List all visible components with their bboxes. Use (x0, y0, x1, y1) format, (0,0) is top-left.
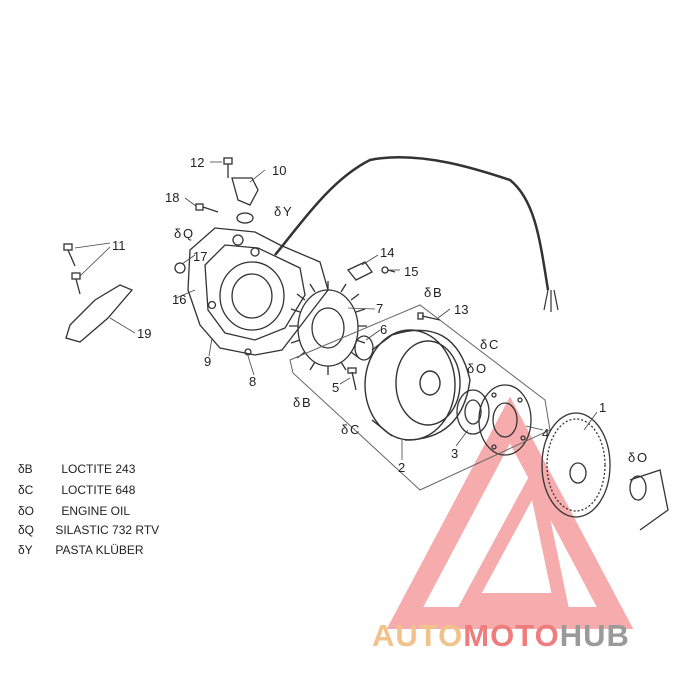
starter-gear (541, 412, 611, 518)
legend-text: ENGINE OIL (61, 504, 131, 518)
svg-text:δ: δ (467, 361, 474, 376)
watermark-part-auto: AUTO (372, 618, 464, 653)
callout-4: 4 (542, 426, 549, 441)
crankcase-cover (187, 227, 329, 356)
compound-tag-c-lower: δ C (341, 422, 359, 437)
starter-clutch-plate (478, 384, 532, 456)
legend-text: PASTA KLÜBER (55, 543, 144, 557)
svg-text:δ: δ (424, 285, 431, 300)
callout-13: 13 (454, 302, 468, 317)
compound-tag-o-right: δ O (628, 450, 647, 465)
callout-19: 19 (137, 326, 151, 341)
bracket-19 (65, 284, 134, 343)
svg-text:O: O (637, 450, 647, 465)
callout-9: 9 (204, 354, 211, 369)
compound-tag-c-upper: δ C (480, 337, 498, 352)
starter-clutch-bearing (456, 389, 490, 435)
svg-text:δ: δ (174, 226, 181, 241)
callout-6: 6 (380, 322, 387, 337)
svg-text:C: C (350, 422, 359, 437)
svg-text:O: O (476, 361, 486, 376)
clip-14 (346, 261, 373, 281)
bolts-11 (63, 243, 81, 295)
legend-text: SILASTIC 732 RTV (55, 523, 160, 537)
callout-3: 3 (451, 446, 458, 461)
bolt-12 (223, 157, 233, 178)
sensor-part-10 (231, 177, 259, 224)
callout-14: 14 (380, 245, 394, 260)
callout-10: 10 (272, 163, 286, 178)
leader-lines (74, 161, 598, 460)
legend-text: LOCTITE 243 (61, 462, 136, 476)
svg-text:C: C (489, 337, 498, 352)
svg-text:δ: δ (628, 450, 635, 465)
callout-11: 11 (112, 238, 126, 253)
washer (354, 335, 374, 361)
legend-row-silastic: δQ SILASTIC 732 RTV (18, 523, 159, 537)
callout-7: 7 (376, 301, 383, 316)
svg-text:B: B (433, 285, 442, 300)
legend-code: δQ (18, 523, 35, 537)
callout-2: 2 (398, 460, 405, 475)
assembly-outline (289, 304, 551, 491)
screw-15 (381, 266, 396, 274)
svg-text:B: B (302, 395, 311, 410)
callout-16: 16 (172, 292, 186, 307)
compound-tag-o-upper: δ O (467, 361, 486, 376)
legend-code: δB (18, 462, 33, 476)
plug-17 (174, 262, 186, 274)
svg-text:δ: δ (341, 422, 348, 437)
legend-row-pasta-kluber: δY PASTA KLÜBER (18, 543, 144, 557)
callout-15: 15 (404, 264, 418, 279)
svg-text:δ: δ (293, 395, 300, 410)
compound-tag-b-upper: δ B (424, 285, 442, 300)
wiring-harness (274, 156, 550, 291)
bolt-5 (347, 367, 357, 391)
callout-5: 5 (332, 380, 339, 395)
svg-text:Q: Q (183, 226, 193, 241)
callout-8: 8 (249, 374, 256, 389)
legend-row-loctite-648: δC LOCTITE 648 (18, 483, 135, 497)
svg-text:δ: δ (480, 337, 487, 352)
compound-tag-q: δ Q (174, 226, 193, 241)
callout-1: 1 (599, 400, 606, 415)
bolt-13 (417, 312, 441, 321)
callout-18: 18 (165, 190, 179, 205)
stator-coil (289, 281, 367, 375)
crankshaft-end (629, 469, 669, 531)
callout-12: 12 (190, 155, 204, 170)
watermark-part-moto: MOTO (463, 618, 560, 653)
flywheel-rotor (364, 329, 471, 441)
legend-row-engine-oil: δO ENGINE OIL (18, 504, 130, 518)
legend-row-loctite-243: δB LOCTITE 243 (18, 462, 135, 476)
bolt-18 (195, 203, 219, 213)
compound-tag-b-lower: δ B (293, 395, 311, 410)
watermark-part-hub: HUB (559, 618, 630, 653)
legend-code: δC (18, 483, 34, 497)
svg-text:δ: δ (274, 204, 281, 219)
legend-text: LOCTITE 648 (61, 483, 136, 497)
callout-17: 17 (193, 249, 207, 264)
watermark-wordmark: AUTOMOTOHUB (372, 618, 630, 654)
svg-text:Y: Y (283, 204, 292, 219)
legend-code: δY (18, 543, 33, 557)
watermark-logo-icon (386, 396, 634, 629)
legend-code: δO (18, 504, 35, 518)
compound-tag-y: δ Y (274, 204, 292, 219)
